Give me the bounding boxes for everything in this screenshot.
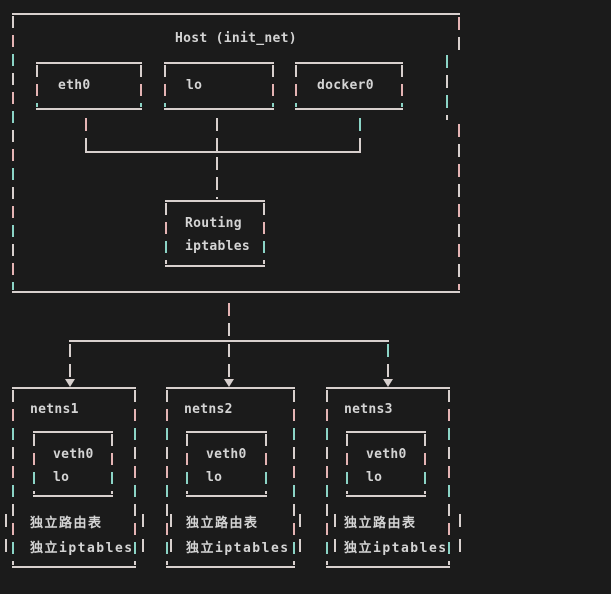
netns3-note-left-ticks (334, 514, 336, 554)
branch-line (69, 340, 389, 342)
netns1-note-right-ticks (142, 514, 144, 554)
docker0-box (295, 62, 403, 110)
host-trunk-line (228, 303, 230, 340)
netns1-veth-box (33, 431, 113, 497)
netns3-box (326, 387, 450, 568)
eth0-box (36, 62, 142, 110)
netns1-note-routing: 独立路由表 (30, 516, 103, 531)
host-box (12, 13, 460, 293)
netns3-note-iptables: 独立iptables (344, 541, 448, 556)
routing-box (165, 200, 265, 267)
netns3-note-routing: 独立路由表 (344, 516, 417, 531)
netns3-branch-line (387, 344, 389, 378)
netns1-box (12, 387, 136, 568)
eth0-drop-line (85, 118, 87, 152)
netns1-arrow-down-icon (65, 379, 75, 387)
routing-label: Routing (185, 216, 242, 231)
lo-label: lo (186, 78, 203, 93)
netns2-box (166, 387, 295, 568)
netns3-veth0-label: veth0 (366, 447, 407, 462)
netns1-note-iptables: 独立iptables (30, 541, 134, 556)
routing-drop-line (216, 157, 218, 199)
netns3-label: netns3 (344, 402, 393, 417)
netns3-note-right-ticks (459, 514, 461, 554)
netns1-lo-label: lo (53, 470, 70, 485)
netns2-branch-line (228, 344, 230, 378)
docker0-drop-line (359, 118, 361, 152)
netns2-note-iptables: 独立iptables (186, 541, 290, 556)
lo-box (164, 62, 274, 110)
netns2-arrow-down-icon (224, 379, 234, 387)
netns2-note-right-ticks (299, 514, 301, 554)
netns3-lo-label: lo (366, 470, 383, 485)
netns3-veth-box (346, 431, 426, 497)
netns2-label: netns2 (184, 402, 233, 417)
host-right-border-bottom (458, 124, 460, 290)
netns1-label: netns1 (30, 402, 79, 417)
collector-line (85, 151, 361, 153)
host-right-border-mid (446, 55, 448, 120)
host-right-border-top (458, 17, 460, 52)
iptables-label: iptables (185, 239, 251, 254)
netns1-branch-line (69, 344, 71, 378)
netns2-lo-label: lo (206, 470, 223, 485)
host-title: Host (init_net) (175, 31, 297, 46)
netns3-arrow-down-icon (383, 379, 393, 387)
netns2-veth-box (186, 431, 267, 497)
eth0-label: eth0 (58, 78, 91, 93)
netns1-note-left-ticks (5, 514, 7, 554)
docker0-label: docker0 (317, 78, 374, 93)
netns2-veth0-label: veth0 (206, 447, 247, 462)
netns1-veth0-label: veth0 (53, 447, 94, 462)
lo-drop-line (216, 118, 218, 152)
netns2-note-routing: 独立路由表 (186, 516, 259, 531)
netns2-note-left-ticks (170, 514, 172, 554)
